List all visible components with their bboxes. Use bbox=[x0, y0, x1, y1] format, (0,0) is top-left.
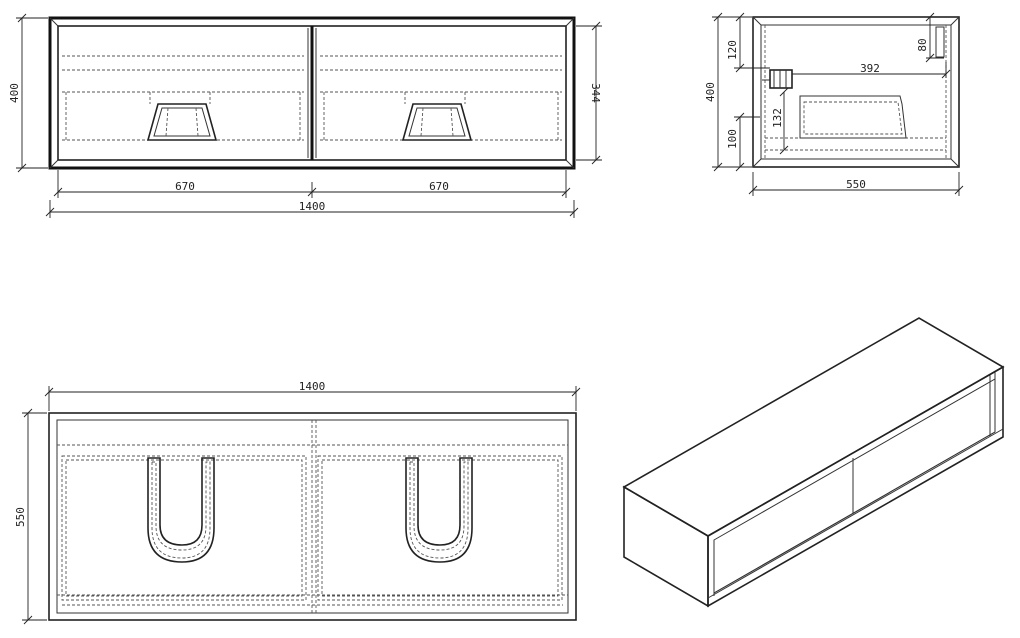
side-height-label: 400 bbox=[704, 82, 717, 102]
front-height-label: 400 bbox=[8, 83, 21, 103]
siphon-left bbox=[146, 103, 218, 141]
side-pipe-height-label: 80 bbox=[916, 38, 929, 51]
side-pipe-depth-label: 392 bbox=[860, 62, 880, 75]
top-view: 1400 550 bbox=[14, 380, 581, 625]
front-inner-height-label: 344 bbox=[589, 83, 602, 103]
side-drawer-height-label: 132 bbox=[771, 108, 784, 128]
side-bottom-offset-label: 100 bbox=[726, 129, 739, 149]
front-left-width-label: 670 bbox=[175, 180, 195, 193]
side-outer-frame bbox=[752, 16, 960, 168]
side-depth-label: 550 bbox=[846, 178, 866, 191]
front-outer-frame bbox=[48, 16, 576, 170]
front-total-width-label: 1400 bbox=[299, 200, 326, 213]
top-outer-frame bbox=[48, 412, 577, 621]
siphon-right bbox=[401, 103, 473, 141]
side-view: 400 120 100 132 392 80 55 bbox=[704, 12, 964, 196]
top-depth-label: 550 bbox=[14, 507, 27, 527]
u-cutout-right bbox=[405, 457, 473, 563]
front-view: 400 344 670 670 1400 bbox=[8, 13, 602, 218]
isometric-view bbox=[622, 317, 1005, 608]
u-cutout-left bbox=[147, 457, 215, 563]
side-siphon bbox=[762, 69, 793, 89]
side-top-offset-label: 120 bbox=[726, 40, 739, 60]
front-right-width-label: 670 bbox=[429, 180, 449, 193]
top-width-label: 1400 bbox=[299, 380, 326, 393]
